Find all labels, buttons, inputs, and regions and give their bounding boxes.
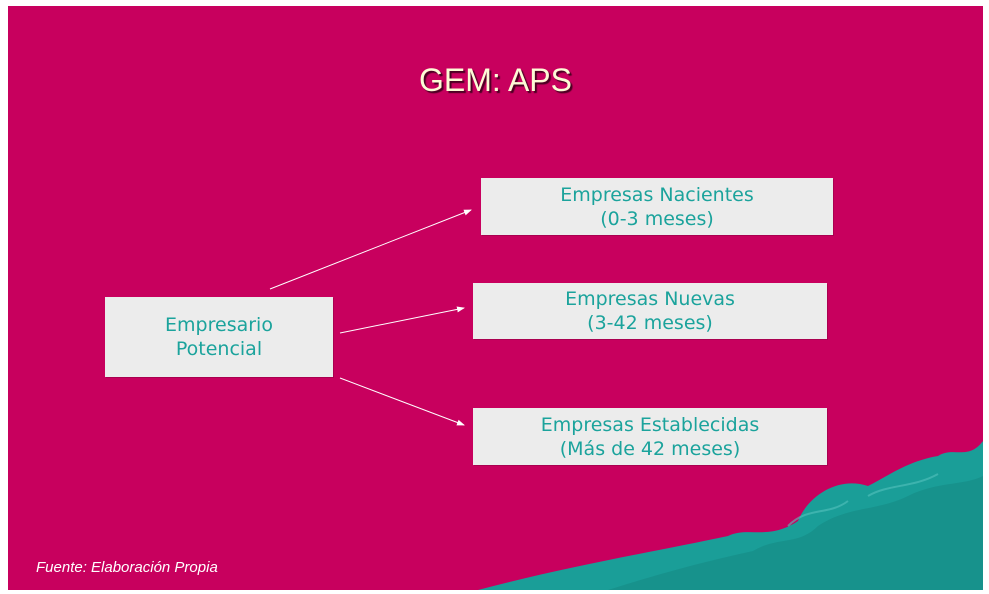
slide: GEM: APS Empresario Potencial Empresas N… [8, 6, 983, 590]
node-label-line1: Empresas Nacientes [560, 183, 754, 206]
node-empresas-nuevas: Empresas Nuevas (3-42 meses) [473, 283, 827, 339]
arrow-to-nacientes [269, 209, 472, 290]
source-caption: Fuente: Elaboración Propia [36, 559, 218, 576]
node-label-line1: Empresas Establecidas [540, 413, 760, 436]
slide-title: GEM: APS [419, 62, 572, 98]
node-label-line1: Empresas Nuevas [565, 288, 735, 310]
slide-graphics [269, 209, 983, 590]
node-label-line2: Potencial [175, 338, 263, 360]
node-label-line2: (3-42 meses) [587, 312, 713, 334]
node-empresas-nacientes: Empresas Nacientes (0-3 meses) [481, 178, 833, 235]
node-label-line2: (0-3 meses) [600, 207, 714, 230]
arrow-to-establecidas [339, 377, 465, 426]
decorative-wave [478, 441, 983, 590]
node-label-line1: Empresario [165, 314, 273, 336]
node-label-line2: (Más de 42 meses) [559, 437, 741, 460]
node-empresas-establecidas: Empresas Establecidas (Más de 42 meses) [473, 408, 827, 465]
arrow-to-nuevas [339, 306, 465, 334]
node-empresario-potencial: Empresario Potencial [105, 297, 333, 377]
